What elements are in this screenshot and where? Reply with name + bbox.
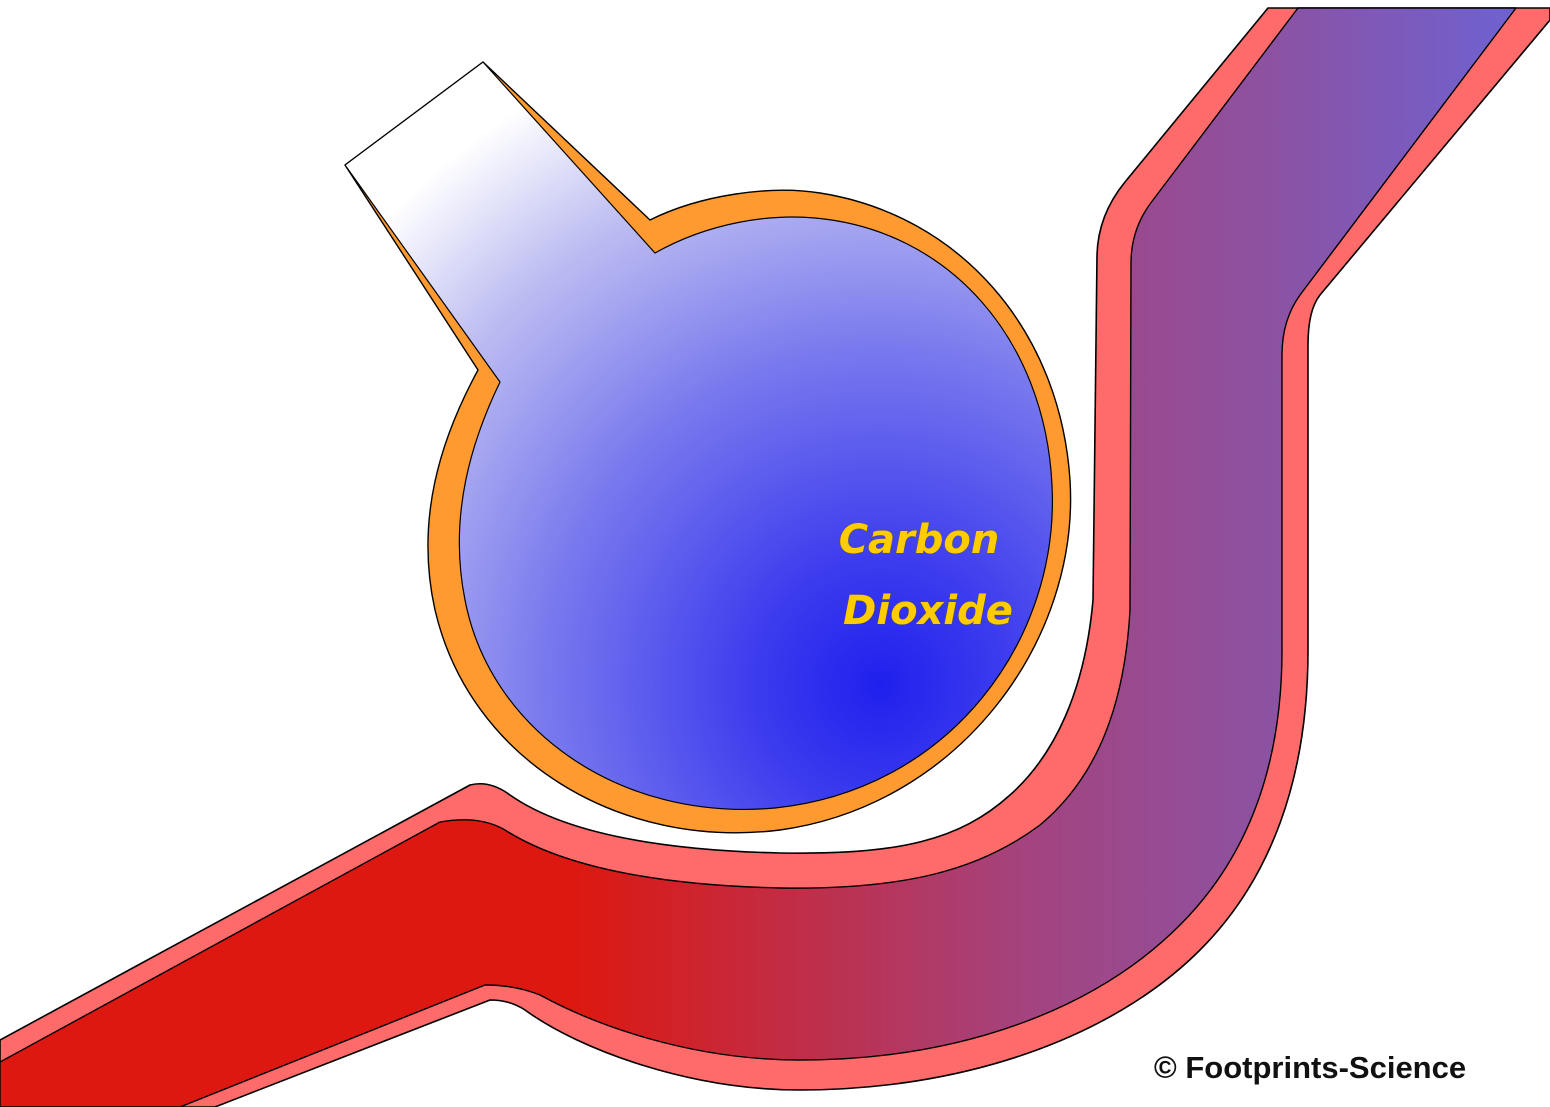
copyright-notice: © Footprints-Science (1154, 1050, 1466, 1085)
alveolus (345, 62, 1071, 833)
gas-label-line-1: Carbon (839, 517, 1000, 563)
gas-label-line-2: Dioxide (843, 588, 1013, 634)
